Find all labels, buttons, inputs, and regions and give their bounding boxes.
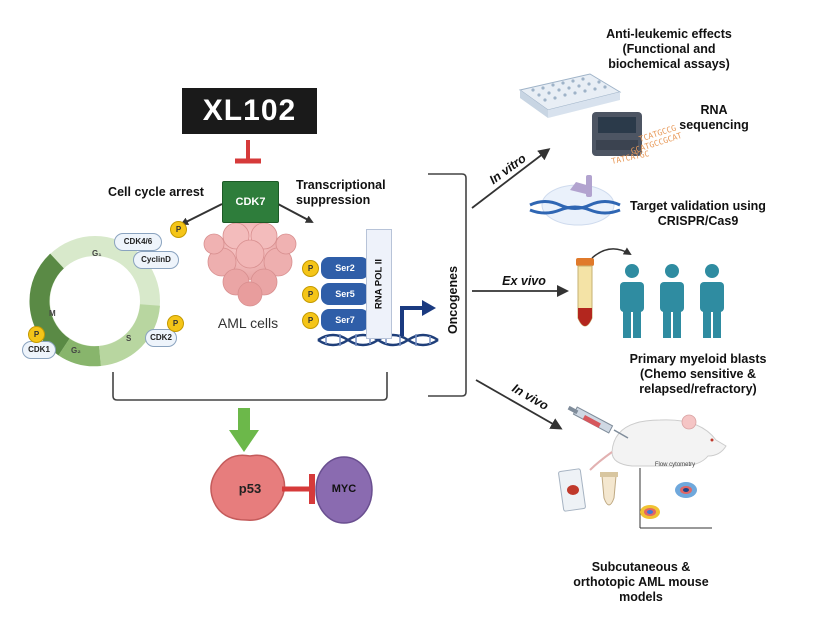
cyclind-pill: CyclinD — [133, 251, 179, 269]
rna-seq-line-2: sequencing — [679, 118, 749, 132]
anti-leukemic-label: Anti-leukemic effects (Functional and bi… — [594, 27, 744, 72]
crispr-line-1: Target validation using — [630, 199, 766, 213]
phospho-badge: P — [302, 286, 319, 303]
arrow-to-cell-cycle — [180, 203, 223, 225]
p53-inhibits-myc — [282, 474, 315, 504]
ser5-residue: Ser5 — [321, 283, 369, 305]
ex-vivo-label: Ex vivo — [502, 274, 546, 288]
rna-pol-ii-label: RNA POL II — [373, 258, 385, 310]
xl102-label: XL102 — [182, 88, 317, 134]
cdk46-pill: CDK4/6 — [114, 233, 162, 251]
cdk1-pill: CDK1 — [22, 341, 56, 359]
mouse-line-2: orthotopic AML mouse — [573, 575, 709, 589]
ser2-residue: Ser2 — [321, 257, 369, 279]
slide-icon — [558, 468, 586, 512]
activation-arrow — [229, 408, 259, 452]
anti-leukemic-line-3: biochemical assays) — [608, 57, 730, 71]
phospho-badge: P — [302, 312, 319, 329]
microtube-icon — [600, 472, 618, 506]
myc-node — [315, 456, 373, 524]
phospho-badge: P — [167, 315, 184, 332]
rna-seq-line-1: RNA — [700, 103, 728, 117]
syringe-icon — [567, 405, 629, 439]
cdk7-node: CDK7 — [222, 181, 279, 223]
blasts-label: Primary myeloid blasts (Chemo sensitive … — [618, 352, 778, 397]
xl102-inhibit-arrow — [235, 140, 261, 164]
crispr-label: Target validation using CRISPR/Cas9 — [618, 199, 778, 229]
mouse-icon — [589, 414, 727, 471]
flow-plot — [639, 468, 712, 529]
phospho-badge: P — [302, 260, 319, 277]
phase-m: M — [49, 309, 56, 318]
arrow-to-transcription — [277, 203, 314, 223]
well-plate-icon — [518, 73, 622, 118]
blasts-line-1: Primary myeloid blasts — [629, 352, 767, 366]
patients-icon — [620, 264, 724, 338]
rna-pol-ii: RNA POL II — [366, 229, 392, 339]
phase-g2: G₂ — [71, 346, 81, 355]
blasts-line-2: (Chemo sensitive & — [639, 367, 756, 381]
anti-leukemic-line-2: (Functional and — [622, 42, 716, 56]
mouse-line-1: Subcutaneous & — [591, 560, 691, 574]
aml-cells-label: AML cells — [217, 315, 279, 331]
aml-cell-cluster — [203, 220, 297, 307]
phospho-badge: P — [28, 326, 45, 343]
phase-s: S — [126, 334, 132, 343]
oncogenes-label: Oncogenes — [446, 265, 460, 335]
ser7-residue: Ser7 — [321, 309, 369, 331]
rna-seq-label: RNA sequencing — [664, 103, 764, 133]
cdk2-pill: CDK2 — [145, 329, 177, 347]
p53-label: p53 — [238, 481, 262, 496]
crispr-line-2: CRISPR/Cas9 — [657, 214, 739, 228]
arrow-in-vitro — [471, 148, 551, 209]
blasts-line-3: relapsed/refractory) — [639, 382, 757, 396]
phase-g1: G₁ — [92, 249, 102, 258]
tube-to-patients-arrow — [591, 247, 632, 259]
p53-node — [210, 454, 286, 521]
flow-plot-title: Flow cytometry — [654, 462, 696, 468]
phospho-badge: P — [170, 221, 187, 238]
sequencer-icon — [592, 112, 642, 156]
cell-cycle-arrest-title: Cell cycle arrest — [108, 185, 204, 199]
transcriptional-suppression-title: Transcriptional suppression — [296, 178, 386, 207]
cell-cycle-ring — [29, 236, 160, 367]
sample-tube-icon — [576, 258, 594, 327]
anti-leukemic-line-1: Anti-leukemic effects — [606, 27, 732, 41]
mouse-line-3: models — [619, 590, 663, 604]
oncogenes-bracket — [428, 173, 467, 397]
mouse-models-label: Subcutaneous & orthotopic AML mouse mode… — [556, 560, 726, 605]
arrow-in-vivo — [475, 379, 563, 430]
mechanism-bracket — [112, 372, 388, 401]
dna-helix — [317, 333, 439, 347]
crispr-icon — [529, 175, 621, 226]
transcription-start-arrow — [400, 300, 436, 336]
myc-label: MYC — [331, 483, 357, 495]
